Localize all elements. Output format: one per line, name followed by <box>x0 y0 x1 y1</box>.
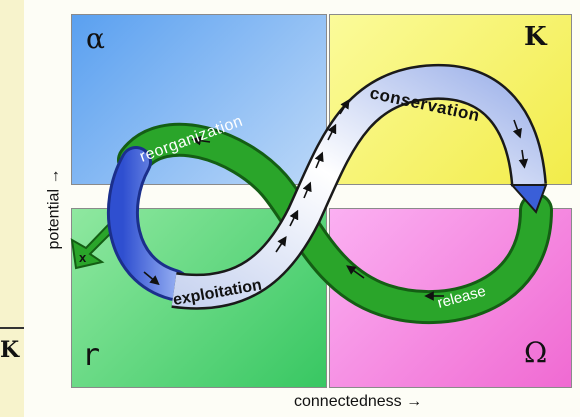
flow-arrow <box>327 123 337 141</box>
connectedness-axis-label: connectedness → <box>294 393 422 411</box>
connectedness-axis-text: connectedness <box>294 393 402 410</box>
background-strip <box>0 0 24 417</box>
release-band-fill <box>120 125 550 322</box>
right-arrow-icon: → <box>406 393 423 410</box>
alpha-label: α <box>86 22 105 55</box>
potential-axis-label: potential → <box>45 169 63 250</box>
r-label: r <box>82 338 101 373</box>
omega-label: Ω <box>524 336 548 369</box>
flow-arrow <box>143 271 160 286</box>
flow-arrow <box>275 236 287 253</box>
flow-arrow <box>339 98 350 115</box>
flow-arrow <box>314 151 324 169</box>
flow-arrow <box>512 119 522 139</box>
flow-arrow <box>518 149 529 169</box>
loop-graphic: reorganization conservation exploitation… <box>70 63 553 325</box>
conservation-end-arrow <box>509 184 548 214</box>
up-arrow-icon: → <box>45 168 63 185</box>
flow-arrow <box>289 209 299 227</box>
adaptive-cycle-panel: α K r Ω <box>24 0 580 417</box>
flow-arrow <box>346 265 365 279</box>
k-label: K <box>524 22 547 52</box>
fragment-divider <box>0 327 30 329</box>
exit-label: x <box>79 250 87 265</box>
flow-arrows <box>143 98 529 301</box>
exploitation-conservation-fill <box>171 66 545 308</box>
flow-arrow <box>191 135 211 146</box>
potential-axis-text: potential <box>45 188 63 250</box>
flow-arrow <box>302 181 312 199</box>
fragment-k-label: K <box>0 337 20 363</box>
